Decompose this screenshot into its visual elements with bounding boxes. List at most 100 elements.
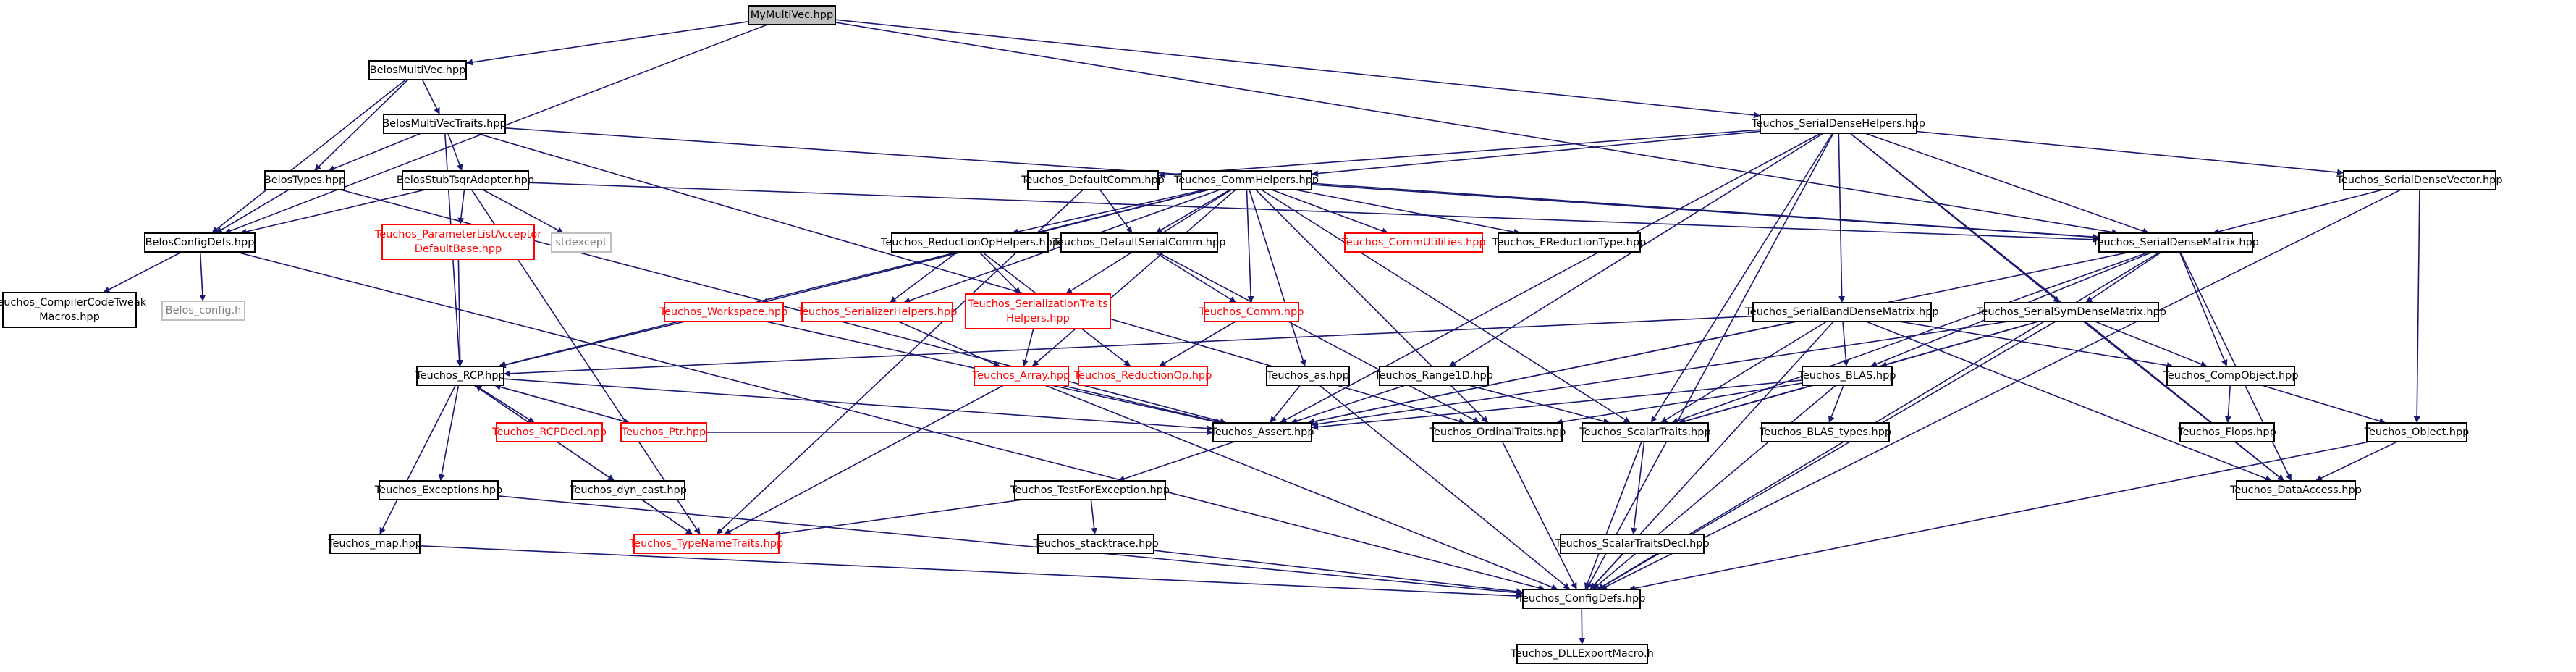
node-exceptions[interactable]: Teuchos_Exceptions.hpp [374,480,502,500]
node-rcpdecl[interactable]: Teuchos_RCPDecl.hpp [491,422,607,442]
node-label: Teuchos_DefaultSerialComm.hpp [1052,237,1226,248]
node-box [571,480,685,500]
node-dllexport[interactable]: Teuchos_DLLExportMacro.h [1510,644,1654,664]
edge-belosmultivectraits-to-belosstubtsqr [447,133,463,172]
node-belosstubtsqr[interactable]: BelosStubTsqrAdapter.hpp [397,170,534,190]
node-serialdensehelpers[interactable]: Teuchos_SerialDenseHelpers.hpp [1751,114,1925,134]
node-box [2,292,137,328]
node-box [1498,232,1641,253]
node-serialdensevector[interactable]: Teuchos_SerialDenseVector.hpp [2336,170,2503,190]
node-box [1078,366,1208,386]
edge-testforexception-to-stacktrace [1090,499,1098,535]
edge-commhelpers-to-array [1031,189,1236,367]
node-reductionophelpers[interactable]: Teuchos_ReductionOpHelpers.hpp [880,232,1059,253]
node-label: Teuchos_Comm.hpp [1199,306,1304,318]
node-scalartraits[interactable]: Teuchos_ScalarTraits.hpp [1579,422,1711,442]
edge-as-to-assert [1269,385,1301,424]
node-label: Teuchos_ConfigDefs.hpp [1517,593,1646,605]
node-serializerhelpers[interactable]: Teuchos_SerializerHelpers.hpp [797,302,958,322]
node-blastypes[interactable]: Teuchos_BLAS_types.hpp [1759,422,1891,442]
node-flops[interactable]: Teuchos_Flops.hpp [2177,422,2276,442]
node-assert[interactable]: Teuchos_Assert.hpp [1209,422,1314,442]
node-array[interactable]: Teuchos_Array.hpp [972,366,1070,386]
node-label: Teuchos_CommHelpers.hpp [1173,175,1319,186]
node-label: DefaultBase.hpp [415,243,502,255]
node-label: Teuchos_Exceptions.hpp [374,484,502,496]
node-belosconfigdefs[interactable]: BelosConfigDefs.hpp [144,232,256,253]
node-belostypes[interactable]: BelosTypes.hpp [264,170,345,190]
node-label: Teuchos_Array.hpp [972,370,1070,382]
node-box [551,232,612,253]
node-testforexception[interactable]: Teuchos_TestForException.hpp [1010,480,1170,500]
edge-serialdensevector-to-object [2413,189,2420,424]
node-ordinaltraits[interactable]: Teuchos_OrdinalTraits.hpp [1429,422,1566,442]
node-box [1560,534,1705,554]
node-label: Teuchos_SerializerHelpers.hpp [797,306,958,318]
node-box [2179,422,2275,442]
node-dataaccess[interactable]: Teuchos_DataAccess.hpp [2229,480,2362,500]
node-serialbanddense[interactable]: Teuchos_SerialBandDenseMatrix.hpp [1744,302,1939,322]
node-paramlistacceptor[interactable]: Teuchos_ParameterListAcceptorDefaultBase… [374,224,541,260]
node-serialsymdense[interactable]: Teuchos_SerialSymDenseMatrix.hpp [1976,302,2166,322]
node-dyncast[interactable]: Teuchos_dyn_cast.hpp [569,480,687,500]
edge-map-to-configdefs [419,545,1524,600]
node-belosmultivectraits[interactable]: BelosMultiVecTraits.hpp [382,114,507,134]
node-box [664,302,784,322]
edge-serialdensevector-to-serialdensematrix [2212,189,2383,235]
node-ereductiontype[interactable]: Teuchos_EReductionType.hpp [1492,232,1647,253]
node-label: Teuchos_dyn_cast.hpp [569,484,687,496]
node-label: BelosMultiVec.hpp [370,64,466,76]
node-box [329,534,421,554]
edge-commhelpers-to-serialdensematrix [1311,184,2100,240]
node-box [496,422,603,442]
edge-reductionophelpers-to-serializerhelpers [889,251,958,303]
node-workspace[interactable]: Teuchos_Workspace.hpp [659,302,788,322]
node-defaultserialcomm[interactable]: Teuchos_DefaultSerialComm.hpp [1052,232,1226,253]
edge-commhelpers-to-reductionophelpers [1011,189,1205,235]
edge-workspace-to-rcp [499,321,685,369]
edge-serialsymdense-to-assert [1311,321,2009,428]
node-stacktrace[interactable]: Teuchos_stacktrace.hpp [1032,534,1159,554]
node-label: Teuchos_SerialDenseHelpers.hpp [1751,118,1925,130]
node-box [1582,422,1709,442]
node-defaultcomm[interactable]: Teuchos_DefaultComm.hpp [1021,170,1165,190]
edge-assert-to-testforexception [1118,441,1235,482]
edge-range1d-to-assert [1291,385,1406,424]
node-range1d[interactable]: Teuchos_Range1D.hpp [1374,366,1493,386]
node-box [1212,422,1312,442]
node-map[interactable]: Teuchos_map.hpp [327,534,422,554]
edge-scalartraitsdecl-to-configdefs [1589,553,1624,590]
node-box [620,422,707,442]
edge-serialdensehelpers-to-assert [1279,133,1822,424]
node-as[interactable]: Teuchos_as.hpp [1266,366,1350,386]
node-blas[interactable]: Teuchos_BLAS.hpp [1797,366,1896,386]
edge-commhelpers-to-rcp [498,189,1209,369]
node-commutilities[interactable]: Teuchos_CommUtilities.hpp [1340,232,1486,253]
node-mymultivec[interactable]: MyMultiVec.hpp [748,5,836,25]
node-box [801,302,953,322]
node-box [2343,170,2496,190]
node-scalartraitsdecl[interactable]: Teuchos_ScalarTraitsDecl.hpp [1554,534,1710,554]
node-comm[interactable]: Teuchos_Comm.hpp [1199,302,1304,322]
edge-stacktrace-to-configdefs [1153,550,1524,595]
node-commhelpers[interactable]: Teuchos_CommHelpers.hpp [1173,170,1319,190]
node-typenametraits[interactable]: Teuchos_TypeNameTraits.hpp [629,534,783,554]
node-configdefs[interactable]: Teuchos_ConfigDefs.hpp [1517,589,1646,609]
node-label: BelosTypes.hpp [264,175,345,186]
node-reductionop[interactable]: Teuchos_ReductionOp.hpp [1073,366,1212,386]
node-label: Belos_config.h [166,305,242,316]
node-label: Teuchos_TypeNameTraits.hpp [629,538,783,550]
edge-blas-to-assert [1311,379,1803,431]
edge-object-to-dataaccess [2315,441,2398,482]
node-ptr[interactable]: Teuchos_Ptr.hpp [620,422,707,442]
edge-blas-to-scalartraits [1678,385,1814,424]
node-label: Teuchos_CommUtilities.hpp [1340,237,1485,248]
node-serialdensematrix[interactable]: Teuchos_SerialDenseMatrix.hpp [2092,232,2259,253]
node-rcp[interactable]: Teuchos_RCP.hpp [415,366,505,386]
node-compobject[interactable]: Teuchos_CompObject.hpp [2162,366,2299,386]
node-object[interactable]: Teuchos_Object.hpp [2364,422,2470,442]
node-belosmultivec[interactable]: BelosMultiVec.hpp [368,60,467,80]
